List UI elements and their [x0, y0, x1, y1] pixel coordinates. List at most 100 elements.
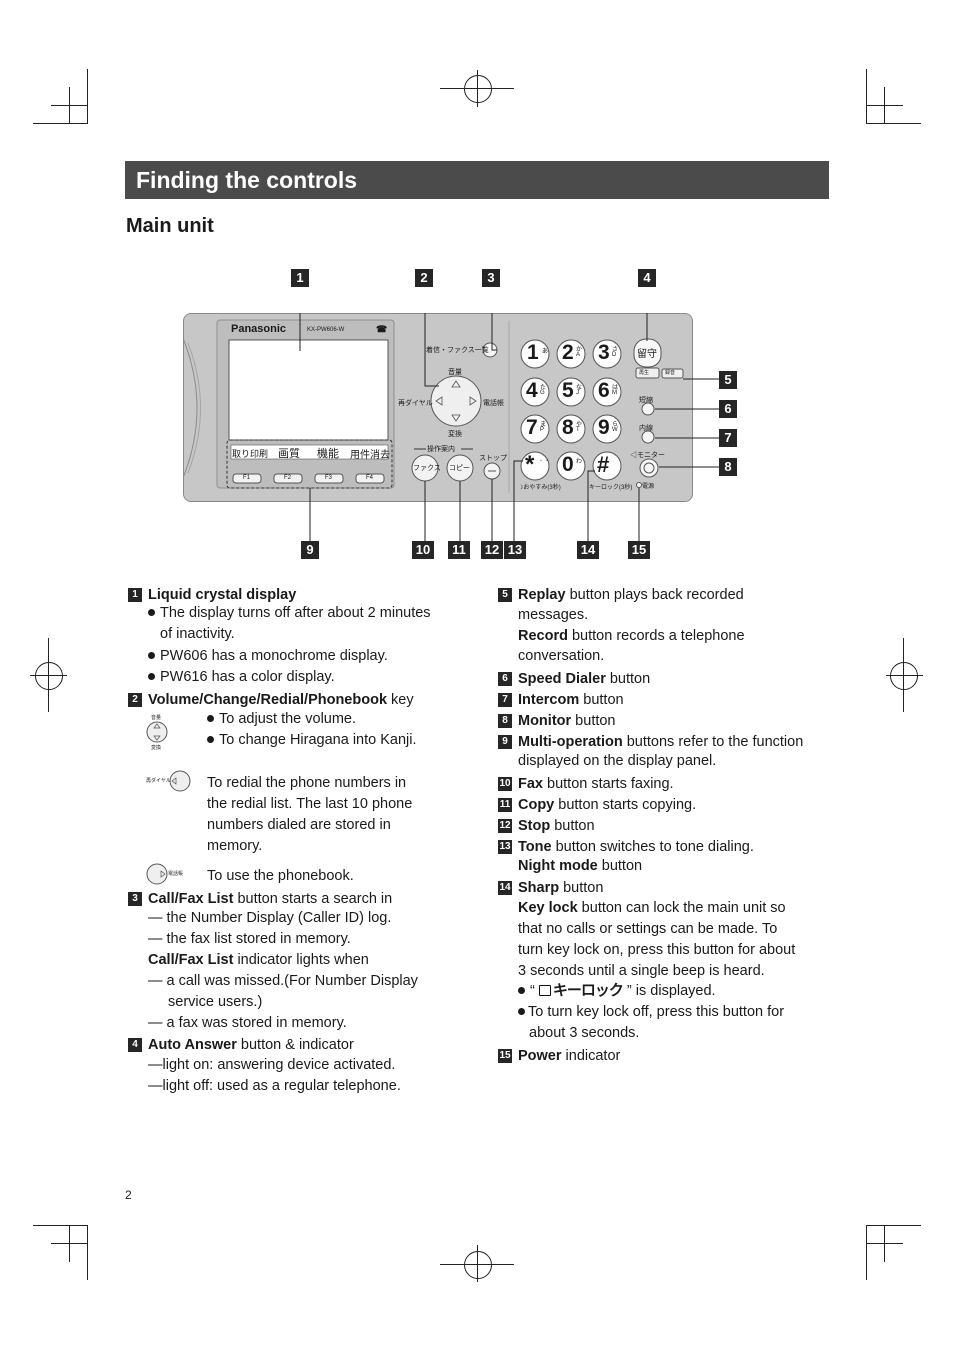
item-3-heading: Call/Fax List button starts a search in — [148, 889, 392, 909]
f3-label: F3 — [325, 475, 333, 481]
volume-change-key-icon — [146, 721, 168, 743]
key-9-letter: W — [612, 427, 618, 433]
item-2-bullet-2: To change Hiragana into Kanji. — [207, 730, 417, 750]
item-number-4: 4 — [128, 1038, 142, 1052]
f2-label: F2 — [284, 475, 292, 481]
callout-1: 1 — [291, 269, 309, 287]
callout-12: 12 — [481, 541, 503, 559]
item-1-bullet-2: PW606 has a monochrome display. — [148, 646, 388, 666]
f1-label: F1 — [243, 475, 251, 481]
item-5-title: Replay — [518, 587, 566, 603]
item-7-heading: Intercom button — [518, 690, 624, 710]
item-14-bullet-1-close: ” is displayed. — [626, 983, 716, 999]
callout-8: 8 — [719, 458, 737, 476]
item-6-heading: Speed Dialer button — [518, 669, 650, 689]
redial-label: 再ダイヤル — [398, 400, 433, 407]
item-1-bullet-1-text: The display turns off after about 2 minu… — [160, 605, 431, 621]
key-lock-label: キーロック(3秒) — [589, 485, 633, 491]
item-7-title-suffix: button — [579, 692, 624, 708]
item-3-line-2: — the fax list stored in memory. — [148, 931, 351, 947]
softkey-4: 用件消去 — [350, 450, 390, 461]
key-7-kana: ま — [540, 422, 547, 428]
key-6-letter: M — [612, 390, 617, 396]
key-8-kana: や — [576, 422, 583, 428]
item-4-title-suffix: button & indicator — [236, 1037, 354, 1053]
callout-2: 2 — [415, 269, 433, 287]
item-4-title: Auto Answer — [148, 1037, 237, 1053]
volume-icon-label: 音量 — [151, 715, 162, 721]
key-4: 4 — [526, 379, 538, 402]
item-2-bullet-2-text: To change Hiragana into Kanji. — [219, 732, 417, 748]
item-5-sub-suffix: button records a telephone — [567, 628, 745, 644]
copy-key-label: コピー — [449, 465, 470, 472]
item-1-title: Liquid crystal display — [148, 587, 297, 603]
item-9-title: Multi-operation — [518, 734, 623, 750]
item-2-redial-4: memory. — [207, 838, 263, 854]
page-number: 2 — [125, 1188, 132, 1202]
key-0-kana: わ — [576, 459, 583, 465]
item-14-bullet-1-open: “ — [530, 983, 535, 999]
key-sharp: # — [597, 452, 610, 477]
item-14-bullet-2: To turn key lock off, press this button … — [518, 1002, 784, 1022]
key-2-letter: A — [576, 352, 581, 358]
item-14-bullet-2-text: To turn key lock off, press this button … — [528, 1004, 785, 1020]
callout-15: 15 — [628, 541, 650, 559]
convert-label: 変換 — [448, 431, 462, 438]
item-12-heading: Stop button — [518, 816, 595, 836]
night-mode-label: ☽おやすみ(3秒) — [518, 485, 561, 491]
monitor-label-text: モニター — [637, 452, 665, 459]
key-9: 9 — [598, 416, 610, 439]
item-2-title: Volume/Change/Redial/Phonebook — [148, 692, 388, 708]
item-8-title-suffix: button — [571, 713, 616, 729]
callout-3: 3 — [482, 269, 500, 287]
callout-4: 4 — [638, 269, 656, 287]
guide-label: 操作案内 — [427, 446, 455, 453]
item-number-10: 10 — [498, 777, 512, 791]
item-14-line-3: 3 seconds until a single beep is heard. — [518, 963, 765, 979]
redial-key-icon — [169, 770, 191, 792]
key-8-letter: T — [576, 427, 580, 433]
item-number-2: 2 — [128, 693, 142, 707]
item-15-title: Power — [518, 1048, 562, 1064]
key-4-kana: た — [540, 385, 547, 391]
page-title: Finding the controls — [136, 167, 358, 193]
callout-13: 13 — [504, 541, 526, 559]
item-number-15: 15 — [498, 1049, 512, 1063]
section-title-bar: Finding the controls — [125, 161, 829, 199]
item-8-title: Monitor — [518, 713, 572, 729]
item-14-lock-text: キーロック — [552, 982, 624, 999]
item-5-sub-title: Record — [518, 628, 568, 644]
item-3-line-3-cont: service users.) — [168, 994, 263, 1010]
main-unit-illustration — [183, 313, 719, 541]
replay-label: 再生 — [639, 370, 650, 376]
call-fax-list-label: 着信・ファクス一覧 — [426, 347, 489, 354]
item-14-line-1: that no calls or settings can be made. T… — [518, 921, 778, 937]
item-5-line-1: messages. — [518, 607, 589, 623]
softkey-1: 取り印刷 — [232, 449, 269, 459]
callout-7: 7 — [719, 429, 737, 447]
item-10-title-suffix: button starts faxing. — [543, 776, 674, 792]
stop-key-label: ストップ — [479, 455, 507, 462]
item-14-title: Sharp — [518, 880, 560, 896]
phonebook-key-icon — [146, 863, 168, 885]
item-2-redial-3: numbers dialed are stored in — [207, 817, 391, 833]
item-5-line-2: conversation. — [518, 648, 605, 664]
item-13-sub-heading: Night mode button — [518, 856, 642, 876]
item-4-line-2: —light off: used as a regular telephone. — [148, 1078, 401, 1094]
monitor-label: ◁モニター — [630, 452, 665, 459]
auto-answer-label: 留守 — [637, 349, 657, 360]
item-2-phonebook: To use the phonebook. — [207, 868, 354, 884]
item-4-heading: Auto Answer button & indicator — [148, 1035, 354, 1055]
item-2-bullet-1-text: To adjust the volume. — [219, 711, 357, 727]
item-5-sub-heading: Record button records a telephone — [518, 626, 745, 646]
item-number-13: 13 — [498, 840, 512, 854]
volume-label: 音量 — [448, 369, 462, 376]
callout-11: 11 — [448, 541, 470, 559]
item-2-bullet-1: To adjust the volume. — [207, 709, 356, 729]
item-3-line-1: — the Number Display (Caller ID) log. — [148, 910, 392, 926]
item-13-sub-title: Night mode — [518, 858, 598, 874]
item-3-sub-heading: Call/Fax List indicator lights when — [148, 950, 369, 970]
handset-icon: ☎ — [376, 324, 388, 334]
item-12-title-suffix: button — [550, 818, 595, 834]
item-2-heading: Volume/Change/Redial/Phonebook key — [148, 690, 414, 710]
